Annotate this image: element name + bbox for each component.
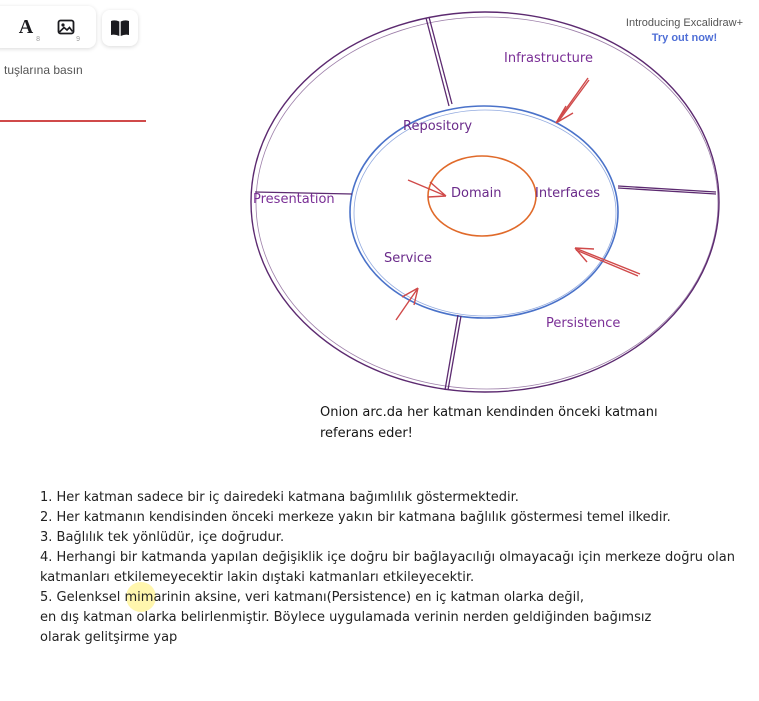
list-item: 5. Gelenksel mimarinin aksine, veri katm… (40, 590, 584, 605)
label-service[interactable]: Service (384, 251, 432, 266)
cursor-highlight (126, 582, 156, 612)
list-item: en dış katman olarka belirlenmiştir. Böy… (40, 610, 652, 625)
toolbar: A 8 9 (0, 6, 96, 48)
label-infrastructure[interactable]: Infrastructure (504, 51, 593, 66)
label-repository[interactable]: Repository (403, 119, 472, 134)
core-domain-ring[interactable] (427, 155, 537, 237)
label-interfaces[interactable]: Interfaces (535, 186, 600, 201)
excalidraw-plus-promo: Introducing Excalidraw+ Try out now! (626, 16, 743, 46)
arrow-to-infrastructure (555, 77, 589, 124)
note-line-2: referans eder! (320, 426, 413, 441)
arrows (395, 77, 641, 321)
library-button[interactable] (102, 10, 138, 46)
promo-title: Introducing Excalidraw+ (625, 17, 743, 29)
label-presentation[interactable]: Presentation (253, 192, 335, 207)
outer-dividers (254, 16, 717, 391)
list-item: 1. Her katman sadece bir iç dairedeki ka… (40, 490, 519, 505)
onion-note[interactable]: Onion arc.da her katman kendinden önceki… (320, 402, 740, 444)
label-domain[interactable]: Domain (451, 186, 501, 201)
outer-layer-ring[interactable] (250, 11, 720, 393)
list-item: 4. Herhangi bir katmanda yapılan değişik… (40, 550, 735, 585)
image-tool-shortcut: 9 (76, 36, 80, 43)
list-item: 2. Her katmanın kendisinden önceki merke… (40, 510, 671, 525)
keyboard-hint-text: tuşlarına basın (4, 63, 83, 77)
library-book-icon (111, 20, 129, 36)
image-icon (57, 19, 75, 35)
label-persistence[interactable]: Persistence (546, 316, 620, 331)
red-line-shape[interactable] (0, 120, 146, 122)
list-item: 3. Bağlılık tek yönlüdür, içe doğrudur. (40, 530, 285, 545)
text-tool-button[interactable]: A 8 (6, 9, 46, 45)
middle-layer-ring[interactable] (349, 105, 619, 319)
arrow-to-service (395, 287, 419, 321)
principles-text-block[interactable]: 1. Her katman sadece bir iç dairedeki ka… (40, 488, 752, 648)
note-line-1: Onion arc.da her katman kendinden önceki… (320, 405, 658, 420)
onion-diagram: Infrastructure Presentation Persistence … (250, 11, 720, 393)
arrow-to-domain (407, 179, 447, 198)
image-tool-button[interactable]: 9 (46, 9, 86, 45)
list-item: olarak gelitşirme yap (40, 630, 178, 645)
promo-try-link[interactable]: Try out now! (651, 32, 718, 44)
text-tool-icon: A (18, 15, 34, 38)
text-tool-shortcut: 8 (36, 36, 40, 43)
